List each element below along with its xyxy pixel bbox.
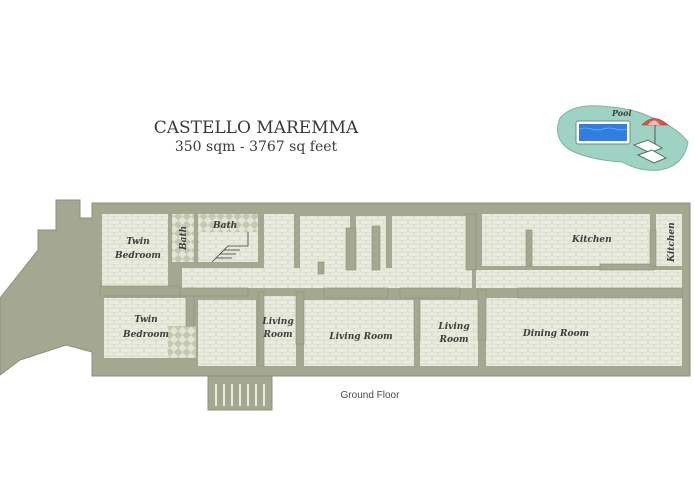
room-labels: Twin Bedroom Bath Bath Kitchen Kitchen T… — [114, 221, 677, 345]
room-label-twin-bedroom-bottom: Bedroom — [122, 330, 169, 340]
interior-walls — [99, 213, 683, 367]
room-label-twin-bedroom-top: Bedroom — [114, 251, 161, 261]
room-label-kitchen-side: Kitchen — [667, 222, 677, 263]
room-label-dining-room: Dining Room — [522, 329, 589, 339]
room-label-living-room-small: Living — [261, 317, 293, 327]
room-label-bath-top: Bath — [212, 221, 237, 231]
room-label-kitchen-main: Kitchen — [571, 235, 612, 245]
room-label-living-room: Living Room — [328, 332, 392, 342]
rooms-floor — [102, 214, 682, 366]
pool-label: Pool — [611, 108, 632, 118]
sunbed-icon — [632, 139, 668, 164]
umbrella-icon — [641, 118, 669, 150]
room-label-living-room-right: Room — [438, 335, 468, 345]
floor-label: Ground Floor — [341, 390, 401, 401]
room-label-twin-bedroom-top: Twin — [126, 237, 149, 247]
plan-title: CASTELLO MAREMMA — [154, 118, 359, 138]
room-label-twin-bedroom-bottom: Twin — [134, 315, 157, 325]
plan-subtitle: 350 sqm - 3767 sq feet — [175, 139, 338, 155]
interior-stair — [211, 232, 249, 263]
room-label-living-room-small: Room — [262, 330, 292, 340]
room-label-bath-vertical: Bath — [179, 226, 189, 251]
pool-icon: Pool — [557, 105, 689, 171]
room-label-living-room-right: Living — [437, 322, 469, 332]
